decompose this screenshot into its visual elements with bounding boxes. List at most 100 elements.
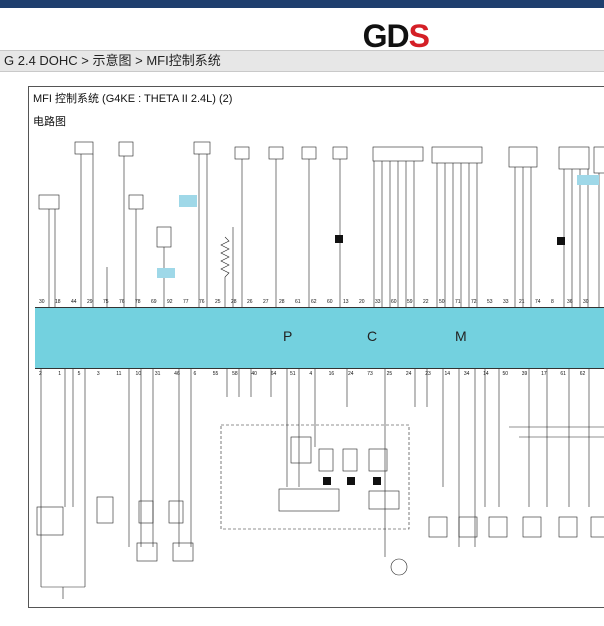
breadcrumb: G 2.4 DOHC > 示意图 > MFI控制系统 bbox=[0, 50, 604, 72]
highlight-box-3 bbox=[577, 175, 599, 185]
sensor-box-3 bbox=[118, 141, 134, 157]
injector-2 bbox=[268, 146, 284, 160]
sensor-box-1 bbox=[38, 194, 60, 210]
pin-label-top: 26 bbox=[247, 299, 253, 305]
pin-label-top: 13 bbox=[343, 299, 349, 305]
top-strip bbox=[0, 0, 604, 8]
pin-label-top: 69 bbox=[151, 299, 157, 305]
pin-label-bottom: 46 bbox=[174, 371, 180, 377]
document-subtitle: 电路图 bbox=[33, 116, 66, 128]
document-title: MFI 控制系统 (G4KE : THETA II 2.4L) (2) bbox=[33, 93, 233, 105]
sensor-box-4 bbox=[128, 194, 144, 210]
pin-label-top: 22 bbox=[423, 299, 429, 305]
injector-4 bbox=[332, 146, 348, 160]
pin-label-bottom: 58 bbox=[232, 371, 238, 377]
component-box-9 bbox=[558, 146, 590, 170]
pin-label-bottom: 3 bbox=[97, 371, 100, 377]
sensor-box-5 bbox=[156, 226, 172, 248]
pin-label-bottom: 6 bbox=[193, 371, 196, 377]
connector-box-1 bbox=[96, 496, 114, 524]
pin-label-bottom: 4 bbox=[309, 371, 312, 377]
pin-label-top: 92 bbox=[167, 299, 173, 305]
pcm-letter-m: M bbox=[455, 328, 467, 344]
pin-label-top: 72 bbox=[471, 299, 477, 305]
wiring-diagram: 3018442975767869927776252826272861626013… bbox=[36, 141, 604, 599]
connector-box-4 bbox=[136, 542, 158, 562]
app-header: GDS bbox=[0, 8, 604, 54]
pin-label-top: 50 bbox=[439, 299, 445, 305]
pin-label-bottom: 40 bbox=[251, 371, 257, 377]
pin-label-bottom: 25 bbox=[387, 371, 393, 377]
marker-1b bbox=[347, 477, 355, 485]
marker-2 bbox=[335, 235, 343, 243]
marker-3 bbox=[557, 237, 565, 245]
pin-label-bottom: 34 bbox=[464, 371, 470, 377]
component-box-10 bbox=[593, 146, 604, 174]
pin-label-top: 62 bbox=[311, 299, 317, 305]
pin-label-bottom: 50 bbox=[502, 371, 508, 377]
pin-label-top: 59 bbox=[407, 299, 413, 305]
pin-label-top: 28 bbox=[231, 299, 237, 305]
injector-3 bbox=[301, 146, 317, 160]
pin-label-bottom: 24 bbox=[348, 371, 354, 377]
pin-label-bottom: 1 bbox=[58, 371, 61, 377]
marker-1c bbox=[373, 477, 381, 485]
breadcrumb-text: G 2.4 DOHC > 示意图 > MFI控制系统 bbox=[4, 53, 221, 68]
sensor-box-6 bbox=[193, 141, 211, 155]
sensor-bottom-1 bbox=[428, 516, 448, 538]
sensor-bottom-6 bbox=[590, 516, 604, 538]
pin-label-bottom: 17 bbox=[541, 371, 547, 377]
sensor-bottom-3 bbox=[488, 516, 508, 538]
pin-label-top: 71 bbox=[455, 299, 461, 305]
fuse-block bbox=[278, 488, 340, 512]
highlight-box-1 bbox=[179, 195, 197, 207]
pcm-letter-c: C bbox=[367, 328, 378, 344]
sensor-bottom-2 bbox=[458, 516, 478, 538]
pin-label-bottom: 61 bbox=[560, 371, 566, 377]
marker-1a bbox=[323, 477, 331, 485]
pin-label-bottom: 14 bbox=[483, 371, 489, 377]
pin-label-top: 77 bbox=[183, 299, 189, 305]
ems-box bbox=[220, 424, 410, 530]
pin-label-bottom: 11 bbox=[116, 371, 121, 377]
connector-box-2 bbox=[138, 500, 154, 524]
pin-label-top: 33 bbox=[503, 299, 509, 305]
sensor-box-2 bbox=[74, 141, 94, 155]
pin-label-bottom: 64 bbox=[271, 371, 277, 377]
connector-box-3 bbox=[168, 500, 184, 524]
switch-box bbox=[36, 506, 64, 536]
pin-label-bottom: 31 bbox=[155, 371, 161, 377]
sensor-bottom-4 bbox=[522, 516, 542, 538]
pin-label-top: 61 bbox=[295, 299, 301, 305]
relay-3 bbox=[342, 448, 358, 472]
pin-label-top: 60 bbox=[391, 299, 397, 305]
pin-label-bottom: 24 bbox=[406, 371, 412, 377]
pin-label-bottom: 55 bbox=[213, 371, 219, 377]
pin-label-bottom: 10 bbox=[136, 371, 142, 377]
relay-1 bbox=[290, 436, 312, 464]
pin-label-bottom: 23 bbox=[425, 371, 431, 377]
pin-label-top: 20 bbox=[359, 299, 365, 305]
pin-label-top: 74 bbox=[535, 299, 541, 305]
pin-label-top: 53 bbox=[487, 299, 493, 305]
pin-label-bottom: 14 bbox=[445, 371, 451, 377]
pin-label-top: 60 bbox=[327, 299, 333, 305]
pin-label-bottom: 2 bbox=[39, 371, 42, 377]
pin-label-top: 28 bbox=[279, 299, 285, 305]
pin-label-bottom: 39 bbox=[522, 371, 528, 377]
pin-label-top: 18 bbox=[55, 299, 61, 305]
component-box-8 bbox=[508, 146, 538, 168]
pin-label-bottom: 16 bbox=[329, 371, 335, 377]
pin-label-top: 44 bbox=[71, 299, 77, 305]
component-box-7 bbox=[372, 146, 424, 162]
pcm-letter-p: P bbox=[283, 328, 293, 344]
relay-2 bbox=[318, 448, 334, 472]
schematic-document: MFI 控制系统 (G4KE : THETA II 2.4L) (2) 电路图 bbox=[28, 86, 604, 608]
pin-label-top: 33 bbox=[375, 299, 381, 305]
highlight-box-2 bbox=[157, 268, 175, 278]
injector-1 bbox=[234, 146, 250, 160]
pin-label-top: 30 bbox=[39, 299, 45, 305]
pin-label-bottom: 5 bbox=[78, 371, 81, 377]
pin-label-top: 29 bbox=[87, 299, 93, 305]
